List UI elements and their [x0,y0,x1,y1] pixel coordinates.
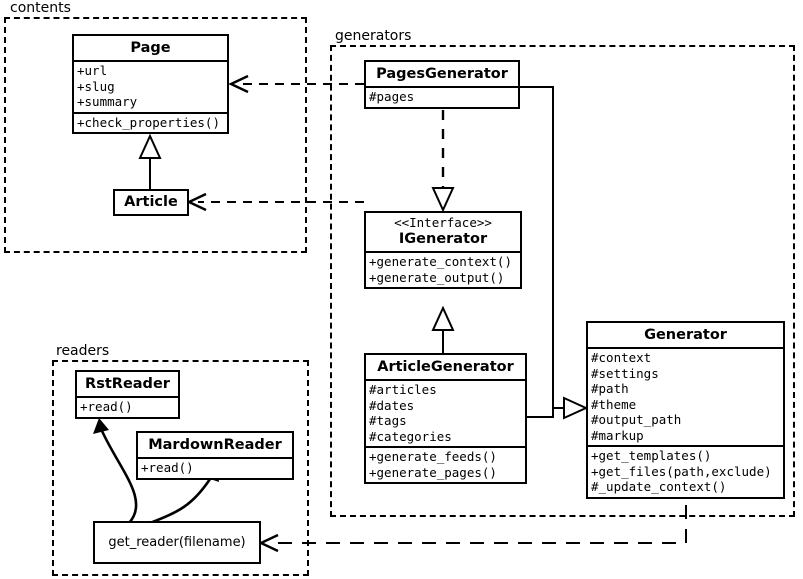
class-attributes-page: +url +slug +summary [74,60,227,112]
method-item: +generate_feeds() [369,449,497,464]
attribute-item: #path [591,381,629,396]
class-name-articlegenerator: ArticleGenerator [377,359,514,375]
class-attributes-articlegenerator: #articles #dates #tags #categories [366,379,525,446]
class-attributes-generator: #context #settings #path #theme #output_… [588,347,783,445]
package-frame-contents [4,17,307,253]
class-box-article[interactable]: Article [113,189,189,216]
method-item: +generate_output() [369,269,505,285]
attribute-item: #theme [591,396,637,412]
class-box-page[interactable]: Page +url +slug +summary +check_properti… [72,34,229,134]
class-methods-articlegenerator: +generate_feeds() +generate_pages() [366,446,525,482]
class-name-pagesgenerator: PagesGenerator [376,66,508,82]
attribute-item: #categories [369,428,452,444]
package-label-readers: readers [54,343,112,359]
class-methods-igenerator: +generate_context() +generate_output() [366,251,520,287]
class-name-igenerator: IGenerator [398,231,488,247]
class-box-generator[interactable]: Generator #context #settings #path #them… [586,321,785,499]
attribute-item: +url [77,63,108,78]
attribute-item: +summary [77,94,138,109]
method-item: +read() [80,399,133,414]
class-methods-rstreader: +read() [77,396,178,417]
class-box-rstreader[interactable]: RstReader +read() [75,370,180,419]
class-box-igenerator[interactable]: <<Interface>> IGenerator +generate_conte… [364,211,522,289]
package-frame-readers [52,360,309,576]
attribute-item: #dates [369,397,415,413]
attribute-item: #settings [591,365,659,381]
class-name-generator: Generator [644,327,727,343]
attribute-item: #tags [369,413,407,428]
class-methods-page: +check_properties() [74,111,227,133]
function-box-get-reader[interactable]: get_reader(filename) [93,521,261,564]
attribute-item: #pages [369,89,415,104]
class-name-mardownreader: MardownReader [148,437,282,453]
class-attributes-pagesgenerator: #pages [366,86,518,107]
class-box-pagesgenerator[interactable]: PagesGenerator #pages [364,60,520,109]
attribute-item: #context [591,350,652,365]
attribute-item: #articles [369,382,437,397]
method-item: #_update_context() [591,479,727,494]
method-item: +generate_pages() [369,464,497,480]
method-item: +get_files(path,exclude) [591,463,772,479]
method-item: +check_properties() [77,114,220,130]
attribute-item: #markup [591,427,644,443]
class-name-rstreader: RstReader [85,376,170,392]
class-methods-generator: +get_templates() +get_files(path,exclude… [588,445,783,497]
function-label-get-reader: get_reader(filename) [108,535,246,550]
class-box-mardownreader[interactable]: MardownReader +read() [136,431,294,480]
attribute-item: #output_path [591,412,682,427]
attribute-item: +slug [77,78,115,94]
class-methods-mardownreader: +read() [138,457,292,478]
class-name-page: Page [130,40,171,56]
class-name-article: Article [124,194,178,210]
package-label-contents: contents [8,0,73,16]
package-label-generators: generators [333,28,414,44]
method-item: +generate_context() [369,254,512,269]
class-box-articlegenerator[interactable]: ArticleGenerator #articles #dates #tags … [364,353,527,484]
method-item: +get_templates() [591,448,712,463]
method-item: +read() [141,460,194,475]
class-stereotype-igenerator: <<Interface>> [394,215,492,230]
